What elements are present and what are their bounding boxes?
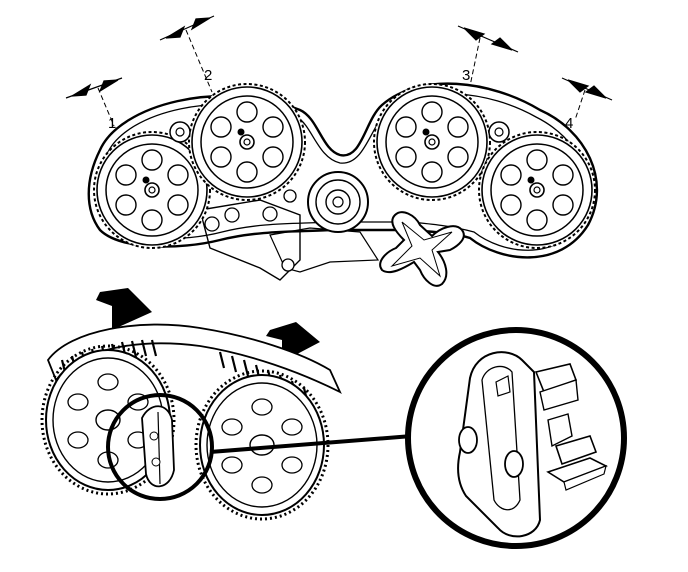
mark-label-3: 3: [462, 67, 470, 84]
camshaft-gear-3: [373, 83, 491, 201]
cross-locking-tool-inner: [390, 221, 453, 278]
alignment-marks: [65, 15, 613, 101]
alignment-mark-4-icon: [561, 77, 613, 101]
magnifier-small-circle: [106, 393, 214, 501]
arrow-down-right-icon-left: [96, 288, 152, 330]
idler-pulley-left: [169, 121, 191, 143]
mark-label-2: 2: [204, 67, 212, 84]
tensioner-pulley: [307, 171, 369, 233]
mark-label-4: 4: [565, 115, 573, 132]
magnifier-circle-icon: [405, 327, 627, 549]
top-belt-view: 1 2 3 4: [65, 15, 613, 287]
locking-tool-in-place: [141, 405, 175, 488]
camshaft-gear-2: [188, 83, 306, 201]
magnifier-connector: [209, 434, 413, 454]
mark-leader-lines: [97, 29, 586, 127]
small-pulleys: [204, 189, 297, 272]
alignment-mark-2-icon: [159, 15, 215, 41]
timing-belt: [87, 82, 599, 259]
cross-locking-tool: [379, 211, 465, 287]
alignment-mark-1-icon: [65, 77, 123, 99]
mark-label-1: 1: [108, 115, 116, 132]
camshaft-gear-4: [478, 131, 596, 249]
arrow-down-right-icon-right: [266, 322, 320, 362]
idler-pulley-right: [488, 121, 510, 143]
alignment-mark-3-icon: [457, 25, 519, 53]
perspective-belt: [46, 323, 342, 394]
bottom-perspective-view: [40, 288, 627, 549]
